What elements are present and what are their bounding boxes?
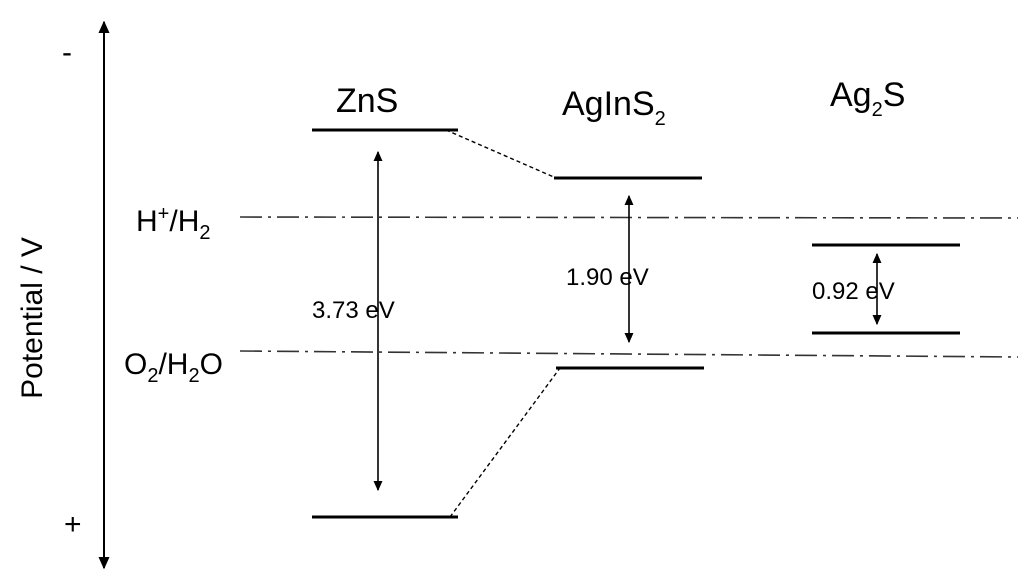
vb-connector xyxy=(449,367,561,518)
material-label-zns: ZnS xyxy=(336,82,398,120)
redox-label-h: H+/H2 xyxy=(136,203,210,244)
axis-top-sign: - xyxy=(62,36,72,69)
ag2s-band-gap-label: 0.92 eV xyxy=(812,278,895,305)
zns-band-gap-label: 3.73 eV xyxy=(312,297,395,324)
axis-label: Potential / V xyxy=(16,237,49,399)
axis-bottom-sign: + xyxy=(64,508,82,541)
material-label-ag2s: Ag2S xyxy=(830,76,905,121)
agins2-band-gap-label: 1.90 eV xyxy=(566,264,649,291)
cb-connector xyxy=(445,129,557,179)
redox-label-o: O2/H2O xyxy=(124,348,223,387)
redox-line-o xyxy=(239,350,1019,358)
material-label-agins2: AgInS2 xyxy=(562,85,666,130)
